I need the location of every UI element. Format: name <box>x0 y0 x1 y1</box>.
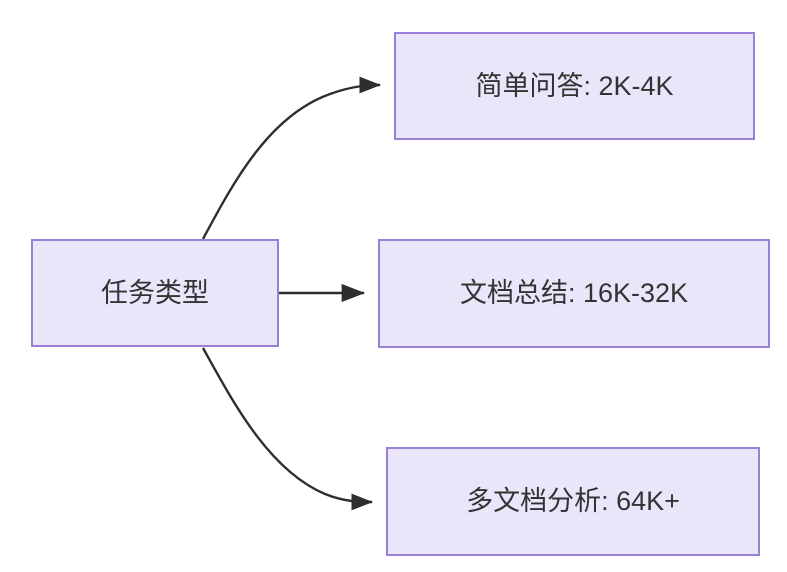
edge-root-to-simple-qa <box>201 76 381 240</box>
node-task-type-label: 任务类型 <box>101 277 209 308</box>
node-multi-doc-label: 多文档分析: 64K+ <box>466 486 680 517</box>
node-doc-summary[interactable]: 文档总结: 16K-32K <box>378 239 770 348</box>
node-task-type[interactable]: 任务类型 <box>31 239 279 347</box>
node-simple-qa-label: 简单问答: 2K-4K <box>475 70 674 101</box>
edge-root-to-multi-doc <box>201 347 373 511</box>
node-doc-summary-label: 文档总结: 16K-32K <box>459 278 689 309</box>
node-multi-doc[interactable]: 多文档分析: 64K+ <box>386 447 760 556</box>
node-simple-qa[interactable]: 简单问答: 2K-4K <box>394 32 755 140</box>
